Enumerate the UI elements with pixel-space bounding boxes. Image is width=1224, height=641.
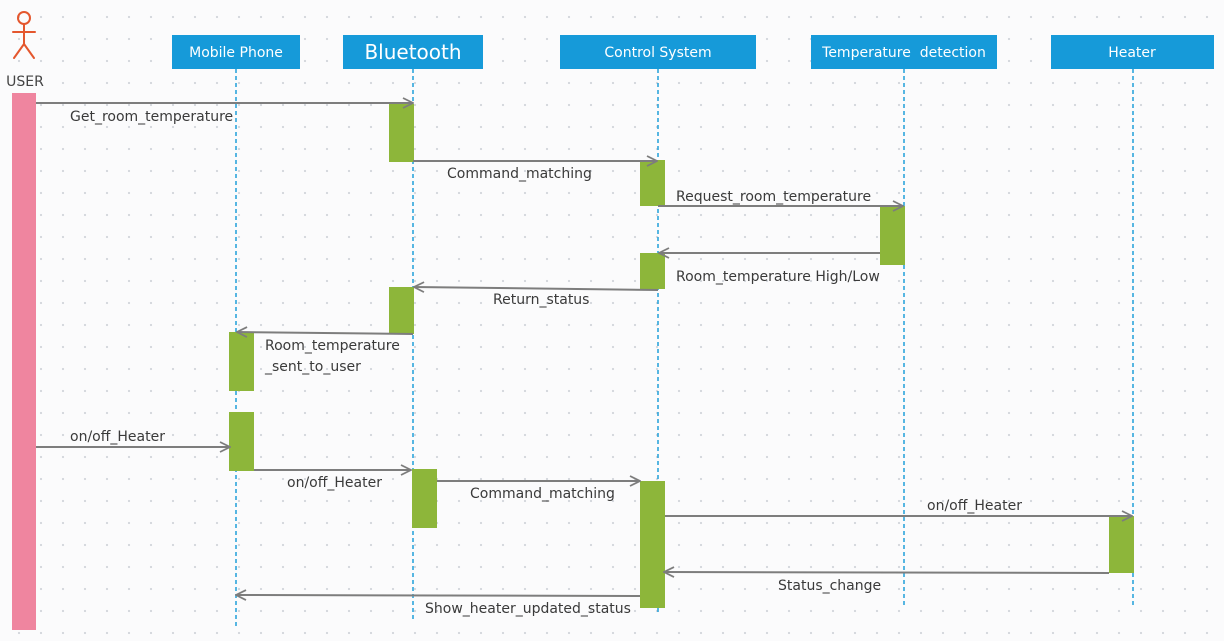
participant-control-system: Control System xyxy=(560,35,756,612)
message-label: Return_status xyxy=(493,292,589,308)
activation-bluetooth xyxy=(412,469,437,528)
activation-control xyxy=(640,253,665,289)
message-arrow xyxy=(237,332,414,334)
message-label: Command_matching xyxy=(470,486,615,502)
stick-figure-icon xyxy=(12,11,36,59)
message-label: Room_temperature High/Low xyxy=(676,269,880,285)
participant-box xyxy=(560,35,756,69)
user-actor: USER xyxy=(6,11,44,90)
participant-box xyxy=(343,35,483,69)
participant-label: Bluetooth xyxy=(364,40,461,64)
participant-label: Heater xyxy=(1108,45,1156,61)
message-label: on/off_Heater xyxy=(287,475,382,491)
activation-mobile xyxy=(229,332,254,391)
participant-label: Temperature detection xyxy=(821,45,986,61)
participant-box xyxy=(811,35,997,69)
activation-bluetooth xyxy=(389,104,414,162)
message-arrow xyxy=(664,572,1110,573)
activation-control xyxy=(640,160,665,206)
activation-mobile xyxy=(229,412,254,471)
message-label: Command_matching xyxy=(447,166,592,182)
message-label: Status_change xyxy=(778,578,881,594)
message-label: Show_heater_updated_status xyxy=(425,601,631,617)
activation-control xyxy=(640,481,665,608)
participant-label: Control System xyxy=(604,45,711,61)
user-label: USER xyxy=(6,74,44,90)
participant-box xyxy=(1051,35,1214,69)
message-arrow xyxy=(236,595,641,596)
message-label: on/off_Heater xyxy=(927,498,1022,514)
user-activation-bar xyxy=(12,93,36,630)
participant-heater: Heater xyxy=(1051,35,1214,608)
activation-bluetooth xyxy=(389,287,414,334)
message-arrow xyxy=(414,287,659,290)
participant-label: Mobile Phone xyxy=(189,45,283,61)
message-label: Request_room_temperature xyxy=(676,189,871,205)
participant-mobile-phone: Mobile Phone xyxy=(172,35,300,628)
participant-temperature-detection: Temperature detection xyxy=(811,35,997,608)
message-label: on/off_Heater xyxy=(70,429,165,445)
activation-heater xyxy=(1109,516,1134,573)
participant-box xyxy=(172,35,300,69)
message-label: Room_temperature_sent_to_user xyxy=(264,338,400,375)
message-label: Get_room_temperature xyxy=(70,109,233,125)
activation-temperature-detection xyxy=(880,206,905,265)
